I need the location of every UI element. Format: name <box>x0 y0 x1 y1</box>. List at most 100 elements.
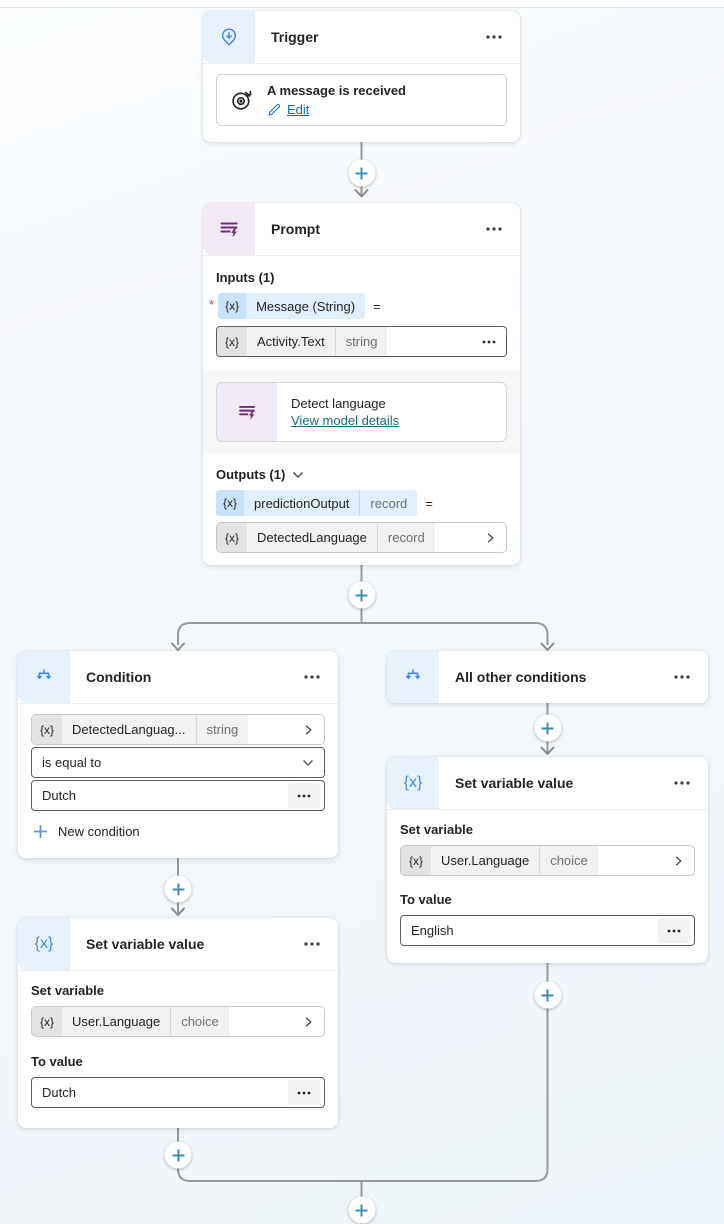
value-name: Activity.Text <box>247 327 335 356</box>
variable-type: choice <box>170 1007 229 1036</box>
plus-icon <box>541 722 554 734</box>
insert-action-button[interactable] <box>348 581 375 609</box>
set-variable-right-node[interactable]: {x} Set variable value Set variable {x} … <box>387 757 708 963</box>
plus-icon <box>34 825 47 838</box>
condition-value-input[interactable]: Dutch <box>31 780 325 811</box>
all-other-conditions-node[interactable]: All other conditions <box>387 651 708 703</box>
fx-token: {x} <box>401 846 432 875</box>
chevron-right-icon <box>305 724 312 735</box>
fx-token: {x} <box>34 935 54 952</box>
required-asterisk: * <box>209 296 215 312</box>
model-name: Detect language <box>291 396 386 411</box>
variable-name: User.Language <box>431 846 540 875</box>
ellipsis-icon <box>482 340 496 343</box>
equals-sign: = <box>425 495 433 511</box>
value-options-button[interactable] <box>288 1080 320 1105</box>
input-token-chip[interactable]: {x} Message (String) <box>218 293 366 319</box>
fx-token: {x} <box>32 715 63 744</box>
chevron-down-icon <box>302 759 314 767</box>
ellipsis-icon <box>297 1091 311 1094</box>
more-menu-button[interactable] <box>482 31 506 43</box>
outputs-section-row[interactable]: Outputs (1) <box>216 467 507 482</box>
expand-variable-button[interactable] <box>673 854 684 868</box>
condition-operand-box[interactable]: {x} DetectedLanguag... string <box>31 714 325 745</box>
operator-select[interactable]: is equal to <box>31 747 325 778</box>
set-variable-label: Set variable <box>31 983 104 998</box>
view-model-details-link[interactable]: View model details <box>291 413 400 428</box>
node-title: Prompt <box>271 221 320 237</box>
node-title: All other conditions <box>455 669 587 685</box>
ellipsis-icon <box>674 781 690 785</box>
more-menu-button[interactable] <box>670 777 694 789</box>
ellipsis-icon <box>486 35 502 39</box>
prompt-icon <box>203 203 255 255</box>
plus-icon <box>541 989 554 1001</box>
to-value-input[interactable]: Dutch <box>31 1077 325 1108</box>
result-name: DetectedLanguage <box>247 523 377 552</box>
more-menu-button[interactable] <box>300 671 324 683</box>
fx-token: {x} <box>32 1007 63 1036</box>
trigger-activity-title: A message is received <box>267 83 406 98</box>
prompt-node[interactable]: Prompt Inputs (1) * {x} Message (String)… <box>203 203 520 565</box>
ellipsis-icon <box>304 675 320 679</box>
insert-action-button[interactable] <box>164 1141 192 1169</box>
expand-variable-button[interactable] <box>303 1015 314 1029</box>
output-value-box[interactable]: {x} DetectedLanguage record <box>216 522 507 553</box>
more-menu-button[interactable] <box>482 223 506 235</box>
condition-node[interactable]: Condition {x} DetectedLanguag... string … <box>18 651 338 858</box>
plus-icon <box>172 883 184 895</box>
equals-sign: = <box>373 298 381 314</box>
chevron-right-icon <box>305 1016 312 1027</box>
to-value: Dutch <box>42 1085 76 1100</box>
plus-icon <box>355 167 368 179</box>
output-token-chip[interactable]: {x} predictionOutput record <box>216 490 418 516</box>
chevron-down-icon <box>293 471 304 478</box>
value-options-button[interactable] <box>288 783 320 808</box>
result-type: record <box>376 523 435 552</box>
canvas-top-divider <box>0 0 724 8</box>
prompt-input-row: * {x} Message (String) = <box>209 293 507 319</box>
expand-record-button[interactable] <box>485 531 496 545</box>
variable-name: User.Language <box>62 1007 171 1036</box>
insert-action-button[interactable] <box>534 714 561 742</box>
plus-icon <box>172 1149 184 1161</box>
model-section: Detect language View model details <box>203 371 520 453</box>
set-variable-label: Set variable <box>400 822 473 837</box>
more-menu-button[interactable] <box>670 671 694 683</box>
set-variable-left-node[interactable]: {x} Set variable value Set variable {x} … <box>18 918 338 1128</box>
edit-link[interactable]: Edit <box>287 102 310 117</box>
condition-value: Dutch <box>42 788 76 803</box>
node-title: Set variable value <box>86 936 205 952</box>
insert-action-button[interactable] <box>348 1196 375 1224</box>
variable-reference-box[interactable]: {x} User.Language choice <box>400 845 695 876</box>
model-card[interactable]: Detect language View model details <box>216 382 507 442</box>
ellipsis-icon <box>297 794 311 797</box>
output-type: record <box>359 490 418 516</box>
operand-name: DetectedLanguag... <box>62 715 196 744</box>
insert-action-button[interactable] <box>348 159 375 187</box>
variable-reference-box[interactable]: {x} User.Language choice <box>31 1006 325 1037</box>
prompt-model-icon <box>217 383 277 441</box>
node-title: Trigger <box>271 29 319 45</box>
to-value-input[interactable]: English <box>400 915 695 946</box>
new-condition-button[interactable]: New condition <box>33 824 325 839</box>
to-value-label: To value <box>400 892 452 907</box>
insert-action-button[interactable] <box>534 981 561 1009</box>
operand-type: string <box>195 715 249 744</box>
input-name: Message (String) <box>246 293 366 319</box>
expand-variable-button[interactable] <box>303 723 314 737</box>
variable-icon: {x} <box>387 757 439 809</box>
insert-action-button[interactable] <box>164 875 192 903</box>
more-menu-button[interactable] <box>300 938 324 950</box>
trigger-node[interactable]: Trigger A message is received Edit <box>203 11 520 142</box>
trigger-activity-card[interactable]: A message is received Edit <box>216 74 507 126</box>
to-value: English <box>411 923 454 938</box>
variable-type: choice <box>539 846 598 875</box>
fx-token: {x} <box>218 293 247 319</box>
ellipsis-button[interactable] <box>482 340 496 344</box>
chevron-right-icon <box>675 855 682 866</box>
value-options-button[interactable] <box>658 918 690 943</box>
node-title: Set variable value <box>455 775 574 791</box>
input-value-box[interactable]: {x} Activity.Text string <box>216 326 507 357</box>
to-value-label: To value <box>31 1054 83 1069</box>
